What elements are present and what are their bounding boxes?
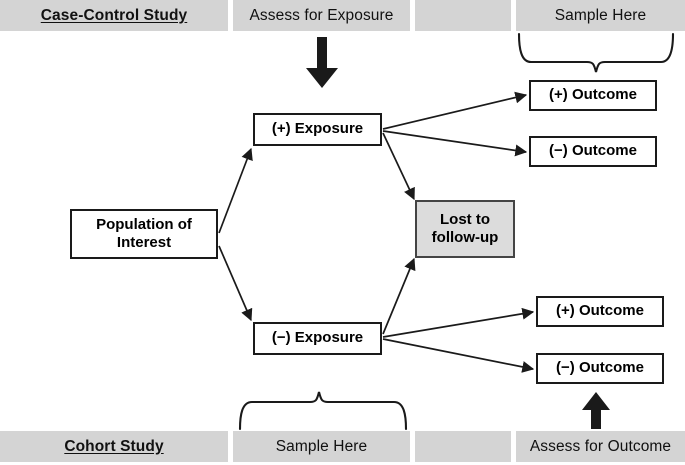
node-population-of-interest: Population of Interest <box>70 209 218 259</box>
curly-brace-down-icon <box>238 391 408 431</box>
node-outcome-negative-top: (−) Outcome <box>529 136 657 167</box>
thick-down-arrow-icon <box>306 37 338 88</box>
arrow-negative-exposure-to-positive-outcome <box>382 307 535 338</box>
node-exposure-positive: (+) Exposure <box>253 113 382 146</box>
arrow-positive-exposure-to-lost <box>382 132 415 201</box>
arrow-population-to-positive-exposure <box>218 147 253 234</box>
arrow-positive-exposure-to-positive-outcome <box>382 91 528 130</box>
node-outcome-positive-top: (+) Outcome <box>529 80 657 111</box>
node-outcome-positive-bottom: (+) Outcome <box>536 296 664 327</box>
arrow-negative-exposure-to-negative-outcome <box>382 338 535 373</box>
band-bottom-cell-assess-outcome: Assess for Outcome <box>516 431 685 462</box>
node-exposure-negative: (−) Exposure <box>253 322 382 355</box>
band-bottom-cell-sample-here: Sample Here <box>233 431 410 462</box>
band-bottom-cell-study-type: Cohort Study <box>0 431 228 462</box>
node-outcome-negative-bottom: (−) Outcome <box>536 353 664 384</box>
arrow-negative-exposure-to-lost <box>382 257 416 335</box>
arrow-population-to-negative-exposure <box>218 245 253 322</box>
band-bottom-cell-spacer <box>415 431 511 462</box>
band-top-cell-study-type: Case-Control Study <box>0 0 228 31</box>
arrow-positive-exposure-to-negative-outcome <box>382 130 528 157</box>
curly-brace-up-icon <box>517 32 675 73</box>
thick-up-arrow-icon <box>582 392 610 429</box>
band-top-cell-assess-exposure: Assess for Exposure <box>233 0 410 31</box>
band-top-cell-sample-here: Sample Here <box>516 0 685 31</box>
band-top-cell-spacer <box>415 0 511 31</box>
node-lost-to-follow-up: Lost to follow-up <box>415 200 515 258</box>
